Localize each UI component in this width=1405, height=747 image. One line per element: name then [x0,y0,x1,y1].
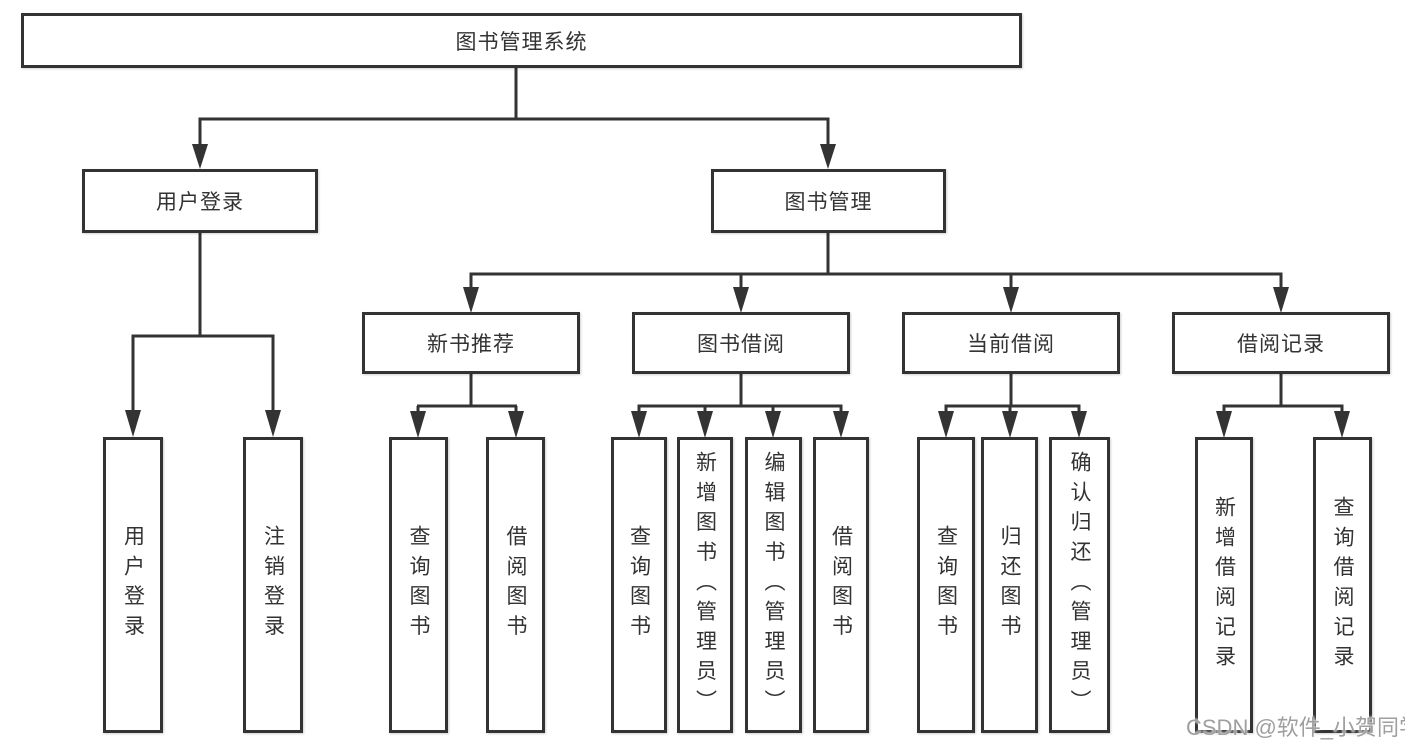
leaf-borrow-add-book-admin: 新增图书（管理员） [677,437,733,733]
leaf-recommend-borrow-book-label: 借阅图书 [504,525,527,645]
leaf-current-query-book: 查询图书 [917,437,975,733]
leaf-borrow-add-book-admin-label: 新增图书（管理员） [693,450,717,720]
node-book-management-label: 图书管理 [784,191,873,214]
node-root-system: 图书管理系统 [21,13,1022,68]
csdn-watermark: CSDN @软件_小贺同学 [1186,715,1405,740]
leaf-record-query: 查询借阅记录 [1313,437,1372,733]
leaf-recommend-query-book-label: 查询图书 [407,525,430,645]
node-book-management: 图书管理 [711,169,946,233]
leaf-borrow-borrow-book-label: 借阅图书 [829,525,853,645]
edge-record-to-leaves [1216,374,1350,438]
leaf-record-add: 新增借阅记录 [1195,437,1253,733]
node-borrow-record-label: 借阅记录 [1237,333,1325,356]
edge-borrow-to-leaves [631,374,849,438]
edge-current-to-leaves [938,374,1087,438]
leaf-borrow-query-book: 查询图书 [611,437,667,733]
leaf-current-query-book-label: 查询图书 [934,525,958,645]
node-current-borrow-label: 当前借阅 [967,333,1055,356]
leaf-current-confirm-return-admin-label: 确认归还（管理员） [1068,450,1091,720]
node-current-borrow: 当前借阅 [902,312,1120,374]
leaf-current-return-book-label: 归还图书 [998,525,1021,645]
edge-recommend-to-leaves [410,374,524,438]
leaf-logout: 注销登录 [243,437,303,733]
leaf-current-confirm-return-admin: 确认归还（管理员） [1049,437,1110,733]
node-root-label: 图书管理系统 [455,30,588,54]
leaf-borrow-edit-book-admin-label: 编辑图书（管理员） [762,450,785,720]
leaf-user-login: 用户登录 [103,437,163,733]
leaf-record-add-label: 新增借阅记录 [1212,495,1236,675]
node-new-book-recommend: 新书推荐 [362,312,580,374]
leaf-logout-label: 注销登录 [261,525,285,645]
leaf-recommend-borrow-book: 借阅图书 [486,437,545,733]
node-new-book-recommend-label: 新书推荐 [427,333,515,356]
node-borrow-record: 借阅记录 [1172,312,1390,374]
node-book-borrow-label: 图书借阅 [697,333,785,356]
leaf-borrow-edit-book-admin: 编辑图书（管理员） [745,437,802,733]
edge-root-to-level2 [192,68,836,169]
edge-book-mgmt-to-level3 [463,233,1289,313]
leaf-recommend-query-book: 查询图书 [389,437,448,733]
leaf-borrow-borrow-book: 借阅图书 [813,437,869,733]
leaf-user-login-label: 用户登录 [121,525,145,645]
node-user-login-label: 用户登录 [156,191,244,214]
node-book-borrow: 图书借阅 [632,312,850,374]
leaf-current-return-book: 归还图书 [981,437,1038,733]
leaf-record-query-label: 查询借阅记录 [1331,495,1354,675]
leaf-borrow-query-book-label: 查询图书 [627,525,651,645]
node-user-login: 用户登录 [82,169,318,233]
edge-user-login-to-leaves [125,233,281,437]
